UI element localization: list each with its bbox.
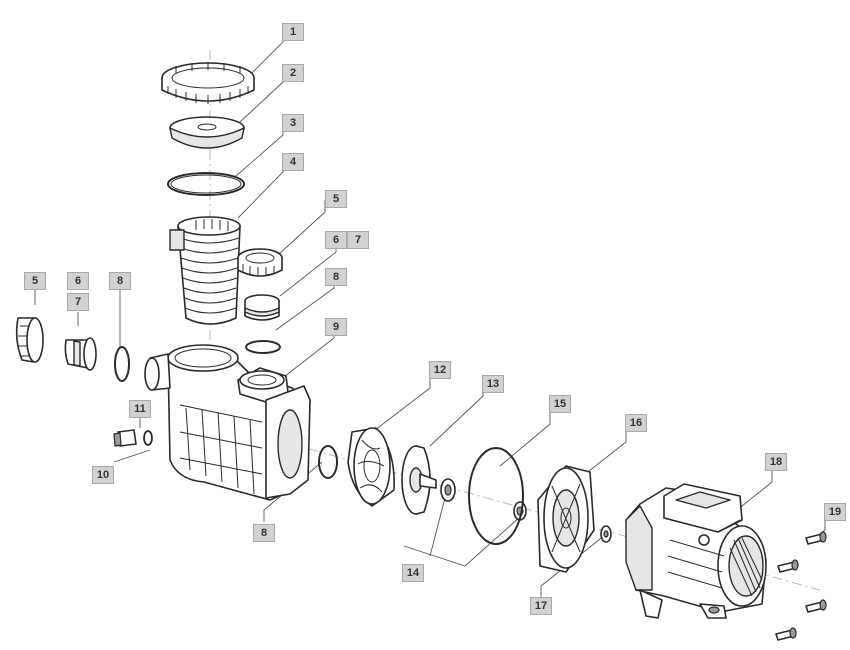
strainer-lid [169,116,245,149]
union-nut-left [15,317,44,363]
part-label-14: 14 [402,564,424,582]
part-label-16: 16 [625,414,647,432]
part-label-4: 4 [282,153,304,171]
lid-o-ring [167,172,245,196]
part-label-1: 1 [282,23,304,41]
impeller [401,445,437,515]
strainer-basket [169,216,241,325]
part-label-8-upper: 8 [325,268,347,286]
part-label-11: 11 [129,400,151,418]
part-label-19: 19 [824,503,846,521]
part-label-5-left: 5 [24,272,46,290]
leader-lines [34,32,826,597]
part-label-2: 2 [282,64,304,82]
union-o-ring-left [114,346,130,382]
part-label-13: 13 [482,375,504,393]
motor-screws [775,531,827,641]
part-label-17: 17 [530,597,552,615]
part-label-18: 18 [765,453,787,471]
part-label-7-left: 7 [67,293,89,311]
motor [625,483,767,619]
part-label-6-left: 6 [67,272,89,290]
lock-ring [161,62,255,104]
part-label-12: 12 [429,361,451,379]
union-tail-left [64,337,97,371]
shaft-washer [600,525,612,543]
pump-housing [144,344,311,501]
seal-plate [537,465,595,573]
part-label-5-upper: 5 [325,190,347,208]
seal-plate-gasket [468,447,524,545]
housing-o-ring [318,445,338,479]
part-label-10: 10 [92,466,114,484]
union-tail-upper [244,294,280,321]
part-label-8-lower: 8 [253,524,275,542]
part-label-15: 15 [549,395,571,413]
part-label-3: 3 [282,114,304,132]
part-label-6-upper: 6 [325,231,347,249]
union-nut-upper [237,248,283,277]
part-label-9: 9 [325,318,347,336]
drain-plug [113,429,153,447]
diffuser [347,427,395,507]
part-label-7-upper: 7 [347,231,369,249]
part-label-8-left: 8 [109,272,131,290]
mechanical-seal [440,478,527,521]
union-o-ring-upper [245,340,281,354]
